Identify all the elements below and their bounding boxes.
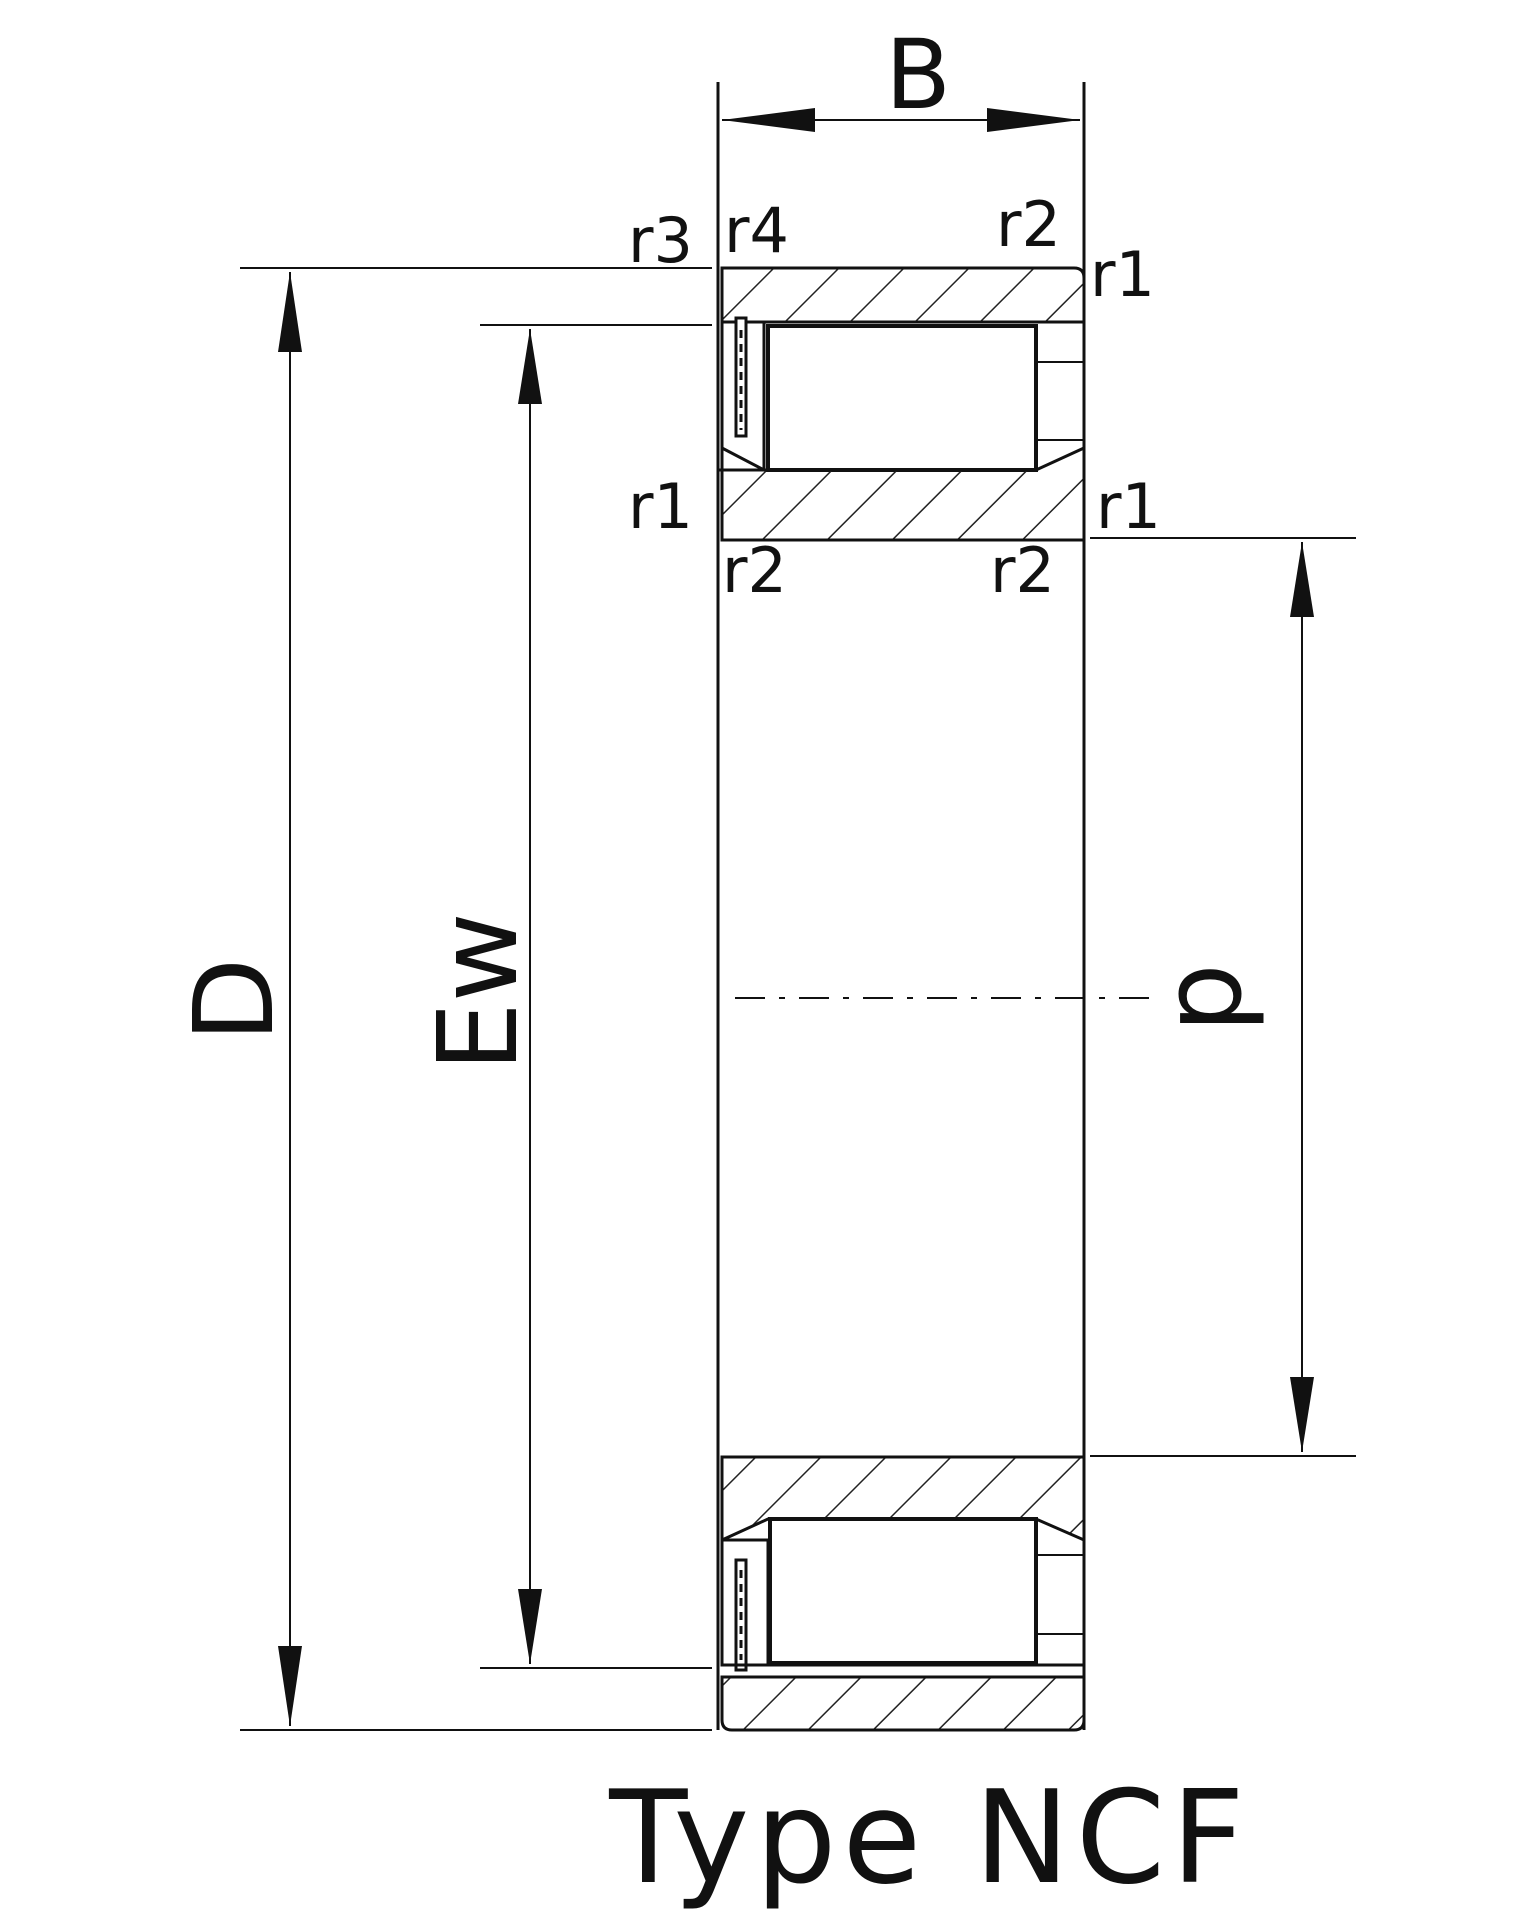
label-r2-mid-right: r2 [990, 534, 1055, 607]
dimension-Ew [518, 329, 542, 1664]
label-r4: r4 [724, 194, 789, 267]
label-r1-top: r1 [1090, 238, 1155, 311]
label-r3: r3 [628, 204, 693, 277]
upper-outer-ring [720, 266, 1086, 324]
lower-outer-ring [720, 1675, 1086, 1732]
upper-section [718, 266, 1086, 542]
label-d: d [1154, 963, 1282, 1033]
label-D: D [170, 958, 298, 1043]
label-r1-mid-left: r1 [628, 470, 693, 543]
label-r2-top: r2 [996, 188, 1061, 261]
dimension-B [722, 108, 1080, 132]
upper-roller [766, 324, 1038, 472]
lower-roller [768, 1517, 1038, 1665]
dimension-d [1290, 542, 1314, 1452]
extension-lines [240, 267, 1356, 1731]
label-Ew: Ew [414, 912, 542, 1071]
lower-section [720, 1455, 1086, 1732]
dimension-D [278, 272, 302, 1726]
label-B: B [885, 19, 951, 131]
bearing-outline [716, 82, 1086, 1730]
label-r2-mid-left: r2 [722, 534, 787, 607]
diagram-caption: Type NCF [608, 1764, 1250, 1913]
label-r1-mid-right: r1 [1096, 470, 1161, 543]
